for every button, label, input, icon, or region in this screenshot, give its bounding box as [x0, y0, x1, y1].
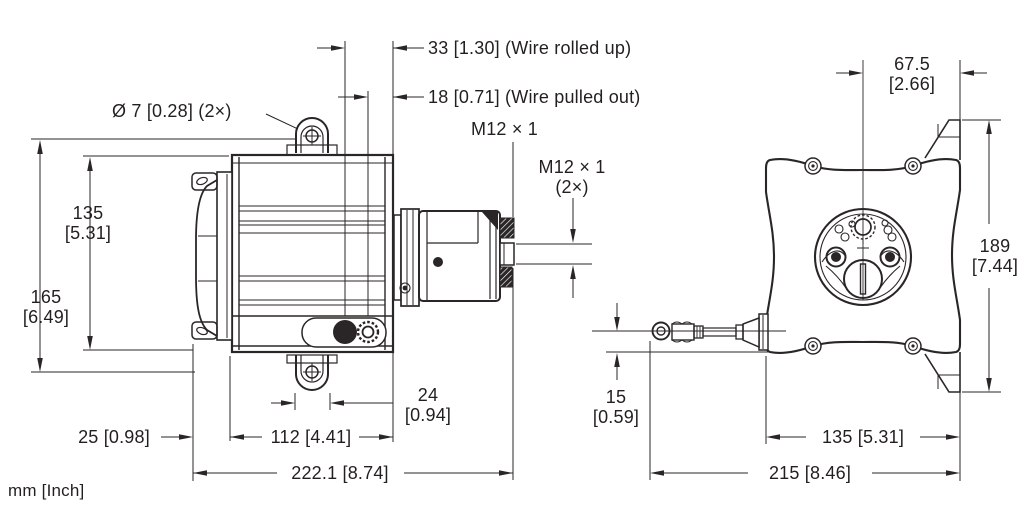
guide-pulley: [356, 320, 380, 344]
dim-overall-width: 215 [8.46]: [768, 463, 852, 483]
dim-mounting-hole-dia: Ø 7 [0.28] (2×): [112, 101, 232, 121]
m12-knurl-bottom: [499, 266, 513, 288]
rear-view-drawing: [651, 119, 962, 393]
end-cap-bell: [195, 179, 218, 337]
side-view-drawing: [191, 117, 515, 391]
label-m12-thread: M12 × 1: [471, 119, 538, 139]
bracket-bottom-right: [924, 352, 961, 393]
housing-screws: [804, 157, 922, 355]
m12-thread-stub: [499, 242, 515, 266]
wire-grommet: [333, 320, 357, 344]
m12-knurl-top: [499, 217, 515, 239]
wire-crimp: [671, 323, 695, 341]
dim-wire-pulled-out: 18 [0.71] (Wire pulled out): [428, 87, 641, 107]
dim-overall-length: 222.1 [8.74]: [291, 463, 389, 483]
dim-cap-depth: 25 [0.98]: [78, 427, 150, 447]
dim-wire-offset: 15 [0.59]: [592, 387, 640, 427]
dim-center-offset: 67.5 [2.66]: [888, 54, 936, 94]
connector-head: [418, 210, 501, 302]
end-cap-flange: [216, 171, 233, 341]
end-cap-tab-top: [191, 172, 218, 191]
hole-dia-leader: [265, 113, 299, 130]
dim-overall-height: 189 [7.44]: [969, 236, 1021, 276]
connector-head-screw: [433, 257, 443, 267]
label-m12-thread-2x: M12 × 1 (2×): [538, 157, 606, 197]
housing-ribs: [239, 205, 385, 306]
dim-body-height: 135 [5.31]: [64, 203, 112, 243]
bracket-top-right: [924, 119, 961, 160]
dim-lug-span: 165 [6.49]: [22, 287, 70, 327]
rear-view-dimensions: [592, 60, 1001, 481]
dim-body-length: 112 [4.41]: [270, 427, 352, 447]
dim-mounting-width: 135 [5.31]: [821, 427, 905, 447]
units-note: mm [Inch]: [8, 481, 85, 500]
flange-pin-holes: [834, 219, 897, 242]
dim-lug-width: 24 [0.94]: [404, 385, 452, 425]
ring-screw: [399, 282, 411, 294]
wire-outlet-cone: [742, 316, 760, 349]
end-cap-tab-bottom: [191, 321, 218, 340]
side-view-dimensions: [31, 41, 592, 481]
dim-wire-rolled-up: 33 [1.30] (Wire rolled up): [428, 38, 632, 58]
wire-rod: [702, 327, 737, 337]
